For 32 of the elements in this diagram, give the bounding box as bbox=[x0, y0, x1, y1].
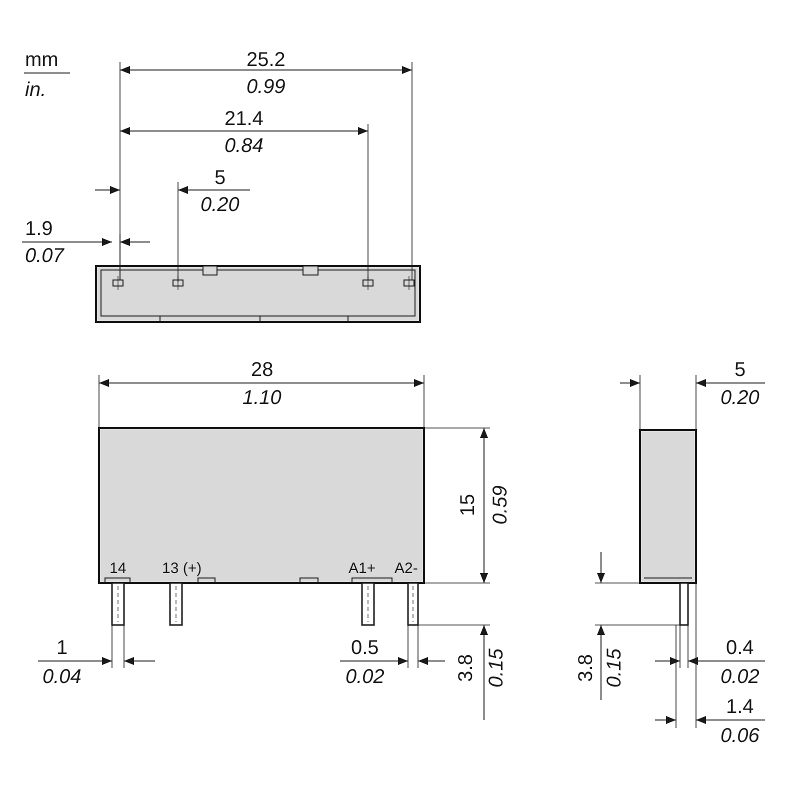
pin-label: A1+ bbox=[348, 561, 376, 576]
dimension-label: 0.59 bbox=[490, 486, 510, 524]
dimension-label: 5 bbox=[214, 168, 226, 188]
unit-label: mm bbox=[25, 50, 58, 70]
dimension-label: 0.04 bbox=[42, 667, 82, 687]
dimension-label: 0.02 bbox=[720, 667, 760, 687]
dimension-label: 0.06 bbox=[720, 726, 760, 746]
dimension-label: 0.20 bbox=[200, 195, 240, 215]
dimension-label: 21.4 bbox=[224, 109, 264, 129]
dimension-label: 28 bbox=[251, 360, 274, 380]
dimension-label: 0.02 bbox=[346, 667, 384, 687]
dimension-label: 0.07 bbox=[25, 246, 64, 266]
dimension-label: 3.8 bbox=[456, 654, 476, 682]
dimension-label: 0.15 bbox=[604, 648, 624, 688]
dimension-label: 0.99 bbox=[246, 77, 286, 97]
dimension-label: 1.9 bbox=[25, 219, 53, 239]
dimension-label: 0.4 bbox=[726, 638, 754, 658]
dimension-label: 25.2 bbox=[246, 50, 286, 70]
dimension-label: 1 bbox=[56, 638, 68, 658]
dimension-label: 3.8 bbox=[576, 654, 596, 682]
pin-label: A2- bbox=[394, 561, 418, 576]
dimension-label: 1.10 bbox=[242, 388, 282, 408]
dimension-label: 0.15 bbox=[486, 648, 506, 688]
pin-label: 13 (+) bbox=[162, 561, 202, 576]
unit-label: in. bbox=[25, 80, 46, 100]
dimension-label: 15 bbox=[458, 494, 478, 516]
dimension-label: 0.20 bbox=[720, 388, 760, 408]
dimension-label: 1.4 bbox=[726, 697, 754, 717]
dimension-label: 0.5 bbox=[351, 638, 379, 658]
dimension-label: 5 bbox=[734, 360, 746, 380]
pin-label: 14 bbox=[110, 561, 126, 576]
dimension-label: 0.84 bbox=[224, 136, 264, 156]
